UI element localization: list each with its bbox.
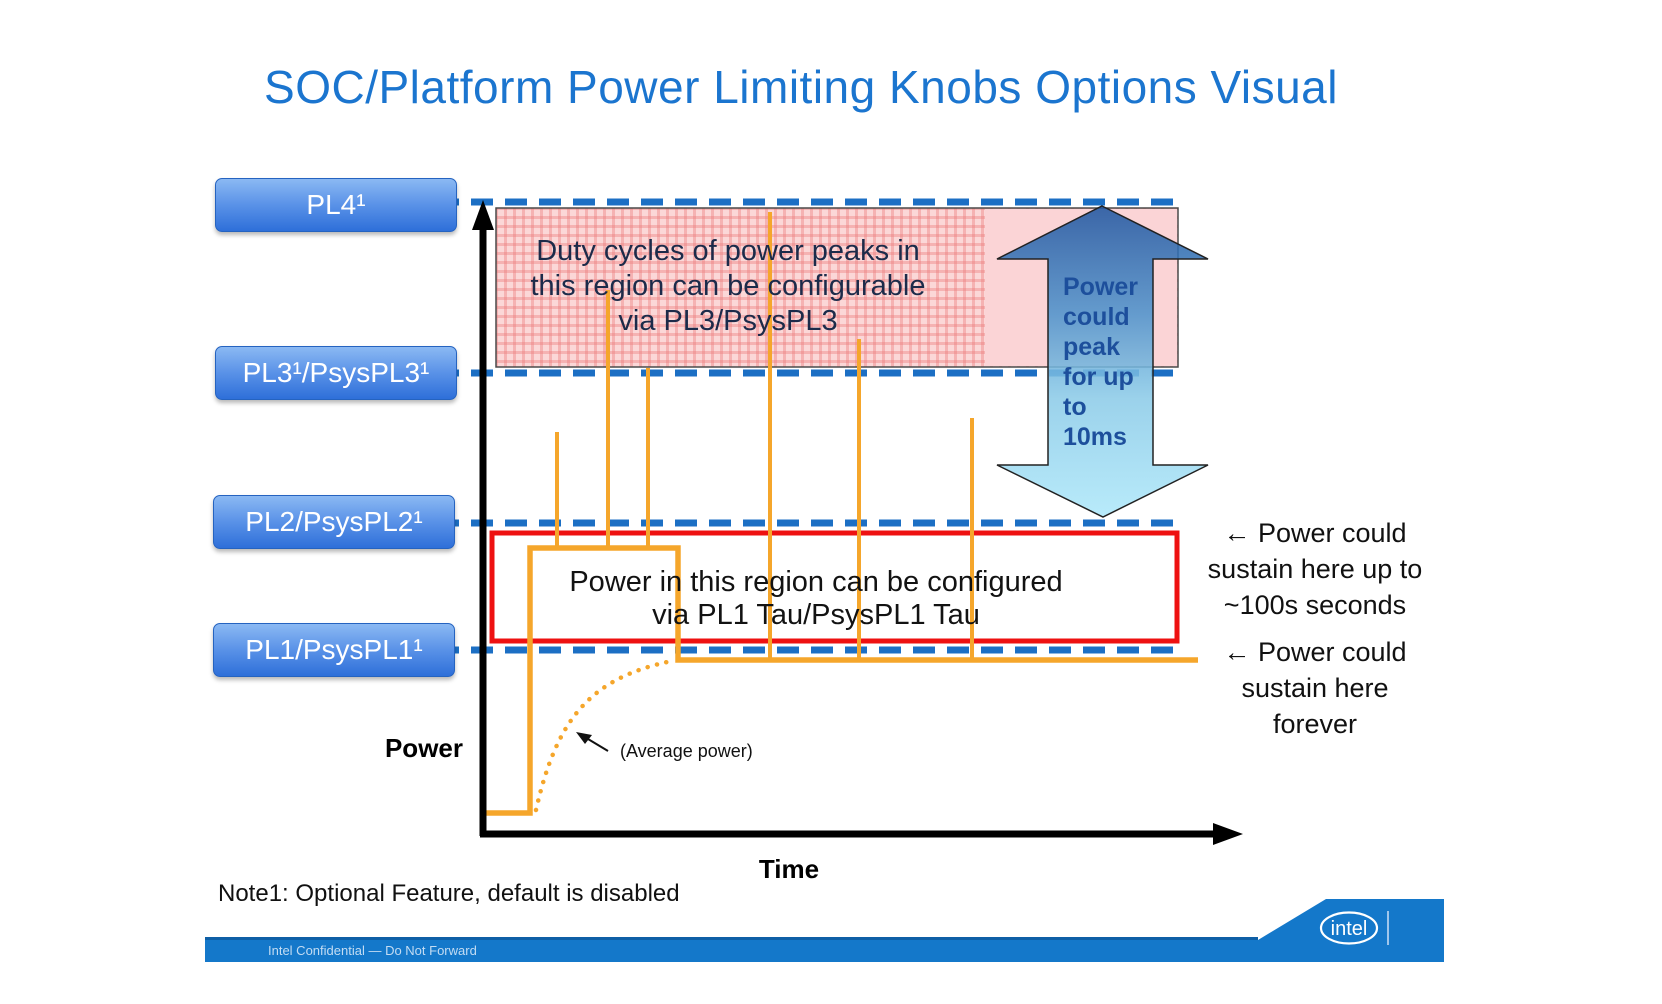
power-peak-note-line: 10ms bbox=[1063, 423, 1127, 451]
power-peak-note-line: for up bbox=[1063, 363, 1134, 391]
sustain-forever-note-line: ← Power could bbox=[1223, 637, 1407, 667]
duty-cycle-note-line: Duty cycles of power peaks in bbox=[536, 235, 920, 267]
average-power-curve bbox=[533, 658, 675, 813]
confidential-text: Intel Confidential — Do Not Forward bbox=[268, 943, 477, 958]
pl3-label: PL3¹/PsysPL3¹ bbox=[242, 357, 430, 388]
power-peak-double-arrow bbox=[996, 205, 1209, 518]
sustain-forever-note-line: forever bbox=[1272, 709, 1358, 739]
power-peak-note-line: Power bbox=[1063, 273, 1139, 301]
average-power-label: (Average power) bbox=[620, 741, 753, 761]
pl1-tau-note-line: Power in this region can be configured bbox=[569, 566, 1063, 598]
x-axis-arrowhead bbox=[1213, 823, 1243, 845]
power-trace bbox=[483, 545, 1198, 816]
sustain-forever-note-line: sustain here bbox=[1241, 673, 1389, 703]
x-axis-label: Time bbox=[758, 854, 820, 884]
pl4-label: PL4¹ bbox=[306, 189, 366, 220]
y-axis-label: Power bbox=[384, 733, 463, 763]
average-power-pointer-arrowhead bbox=[576, 732, 592, 744]
y-axis-arrowhead bbox=[472, 200, 494, 230]
pl1-tau-note: Power in this region can be configured v… bbox=[492, 566, 1140, 632]
power-peak-note: Power could peak for up to 10ms bbox=[1063, 272, 1183, 452]
footnote: Note1: Optional Feature, default is disa… bbox=[218, 880, 680, 907]
power-peak-note-line: peak bbox=[1063, 333, 1120, 361]
sustain-100s-note-line: ← Power could bbox=[1223, 518, 1407, 548]
pl1-label-box: PL1/PsysPL1¹ bbox=[213, 623, 455, 677]
red-box bbox=[489, 530, 1180, 644]
slide-title: SOC/Platform Power Limiting Knobs Option… bbox=[264, 61, 1338, 113]
sustain-100s-note-line: sustain here up to bbox=[1207, 554, 1423, 584]
pink-region-border bbox=[495, 207, 1179, 368]
sustain-forever-note: ← Power could sustain here forever bbox=[1190, 634, 1440, 742]
sustain-100s-note-line: ~100s seconds bbox=[1223, 590, 1407, 620]
power-peak-note-line: could bbox=[1063, 303, 1130, 331]
duty-cycle-note-line: this region can be configurable bbox=[530, 270, 926, 302]
pl1-tau-note-line: via PL1 Tau/PsysPL1 Tau bbox=[652, 599, 980, 631]
duty-cycle-note: Duty cycles of power peaks in this regio… bbox=[496, 234, 960, 339]
pl2-label: PL2/PsysPL2¹ bbox=[245, 506, 423, 537]
intel-logo-ellipse bbox=[1319, 911, 1379, 945]
power-peak-note-line: to bbox=[1063, 393, 1087, 421]
footer-bar bbox=[205, 899, 1444, 962]
intel-logo-text: intel bbox=[1331, 918, 1368, 940]
pl3-label-box: PL3¹/PsysPL3¹ bbox=[215, 346, 457, 400]
pl2-label-box: PL2/PsysPL2¹ bbox=[213, 495, 455, 549]
pl4-label-box: PL4¹ bbox=[215, 178, 457, 232]
sustain-100s-note: ← Power could sustain here up to ~100s s… bbox=[1190, 515, 1440, 623]
duty-cycle-note-line: via PL3/PsysPL3 bbox=[618, 305, 838, 337]
footer-bar-top-edge bbox=[205, 937, 1258, 940]
pl1-label: PL1/PsysPL1¹ bbox=[245, 634, 423, 665]
intel-logo: intel bbox=[1319, 911, 1389, 945]
